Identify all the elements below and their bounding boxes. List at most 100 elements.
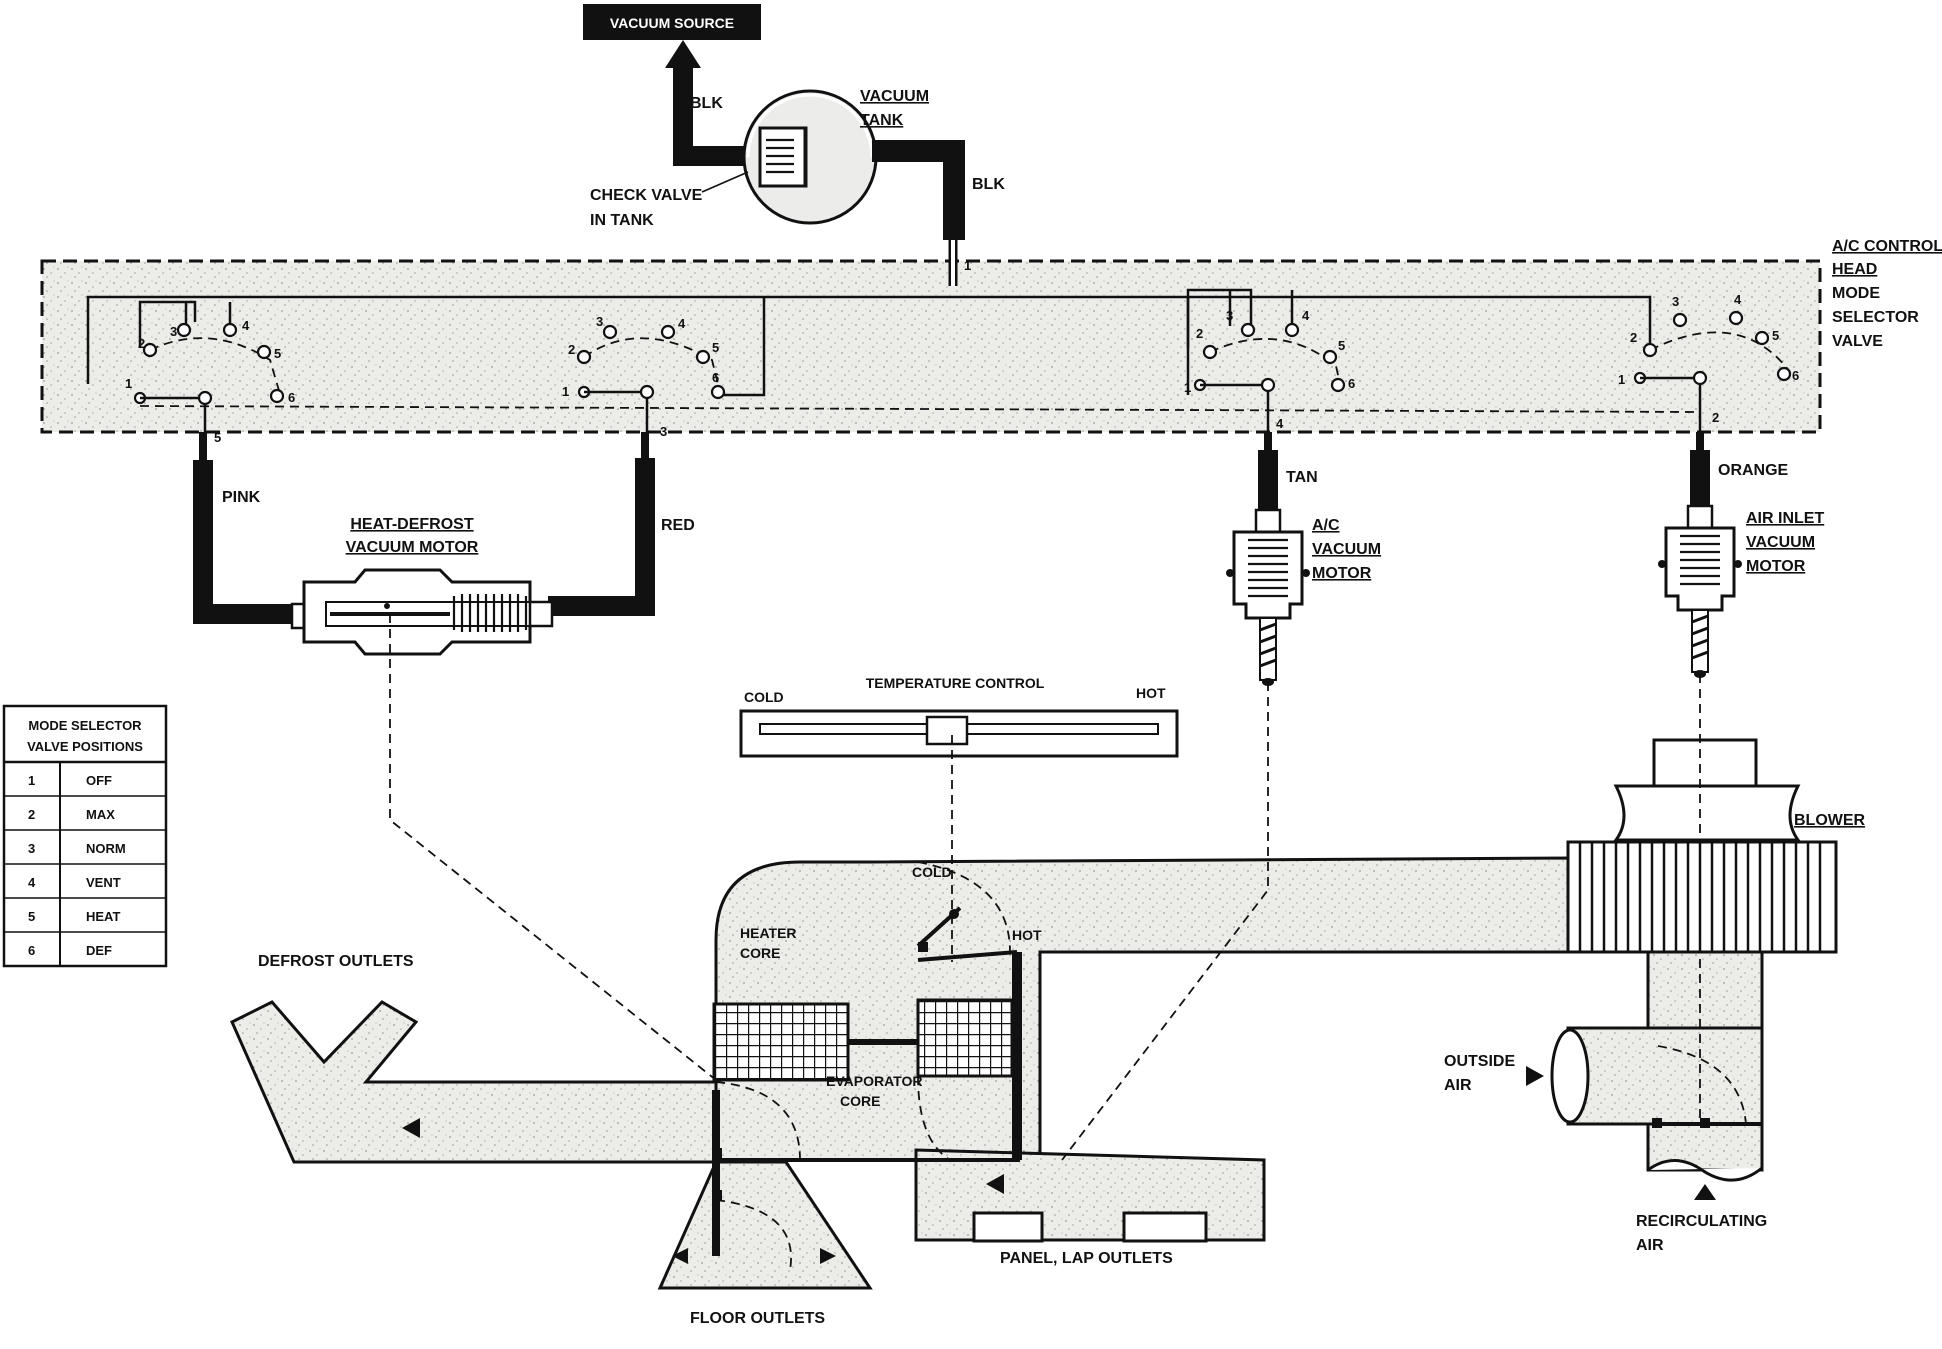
- valve-2-port-2: [576, 349, 592, 365]
- valve-3-output-label: 4: [1276, 416, 1284, 431]
- heat-defrost-motor-label-2: VACUUM MOTOR: [346, 539, 479, 556]
- svg-text:4: 4: [1302, 308, 1310, 323]
- tan-hose-label: TAN: [1286, 469, 1318, 486]
- table-row-name: HEAT: [86, 909, 120, 924]
- table-header-2: VALVE POSITIONS: [27, 739, 143, 754]
- air-inlet-motor-label-2: VACUUM: [1746, 534, 1815, 551]
- temperature-slider[interactable]: [925, 715, 969, 746]
- control-head-label-3: MODE: [1832, 285, 1880, 302]
- svg-text:5: 5: [1338, 338, 1345, 353]
- table-row-name: OFF: [86, 773, 112, 788]
- control-head-label-1: A/C CONTROL: [1832, 238, 1942, 255]
- heat-defrost-vacuum-motor: HEAT-DEFROST VACUUM MOTOR: [290, 516, 554, 656]
- svg-text:6: 6: [1792, 368, 1799, 383]
- outside-air-label-2: AIR: [1444, 1077, 1472, 1094]
- svg-text:3: 3: [1672, 294, 1679, 309]
- blk-hose-label-1: BLK: [690, 95, 723, 112]
- valve-4-port-3: [1672, 312, 1688, 328]
- evaporator-core-label-1: EVAPORATOR: [826, 1073, 922, 1089]
- pink-hose-label: PINK: [222, 489, 261, 506]
- check-valve-label-2: IN TANK: [590, 212, 654, 229]
- table-row-num: 2: [28, 807, 35, 822]
- vacuum-tank-label-2: TANK: [860, 112, 904, 129]
- valve-3-port-2: [1202, 344, 1218, 360]
- svg-text:2: 2: [1196, 326, 1203, 341]
- mode-positions-table: MODE SELECTOR VALVE POSITIONS 1 OFF 2 MA…: [2, 704, 168, 968]
- pink-hose: PINK: [193, 432, 295, 624]
- table-row-name: MAX: [86, 807, 115, 822]
- heater-core-label-1: HEATER: [740, 925, 797, 941]
- control-head-label-2: HEAD: [1832, 261, 1877, 278]
- ac-motor-label-1: A/C: [1312, 517, 1340, 534]
- selector-valve-2: 2 3 4 5 6 1 3: [562, 314, 726, 460]
- heater-core-label-2: CORE: [740, 945, 780, 961]
- arrow-up-icon: [665, 40, 701, 68]
- blower-label: BLOWER: [1794, 812, 1866, 829]
- svg-text:3: 3: [1226, 308, 1233, 323]
- red-hose-label: RED: [661, 517, 695, 534]
- control-head-label-4: SELECTOR: [1832, 309, 1919, 326]
- temperature-cold-label: COLD: [744, 689, 784, 705]
- svg-text:5: 5: [274, 346, 281, 361]
- recirculating-air-label-2: AIR: [1636, 1237, 1664, 1254]
- air-duct-system: [230, 856, 1577, 1290]
- svg-text:4: 4: [242, 318, 250, 333]
- table-row-num: 4: [28, 875, 36, 890]
- svg-text:2: 2: [568, 342, 575, 357]
- valve-4-port-4: [1728, 310, 1744, 326]
- airflow-labels: COLD HOT HEATER CORE EVAPORATOR CORE DEF…: [258, 864, 1173, 1327]
- svg-text:2: 2: [138, 336, 145, 351]
- svg-text:3: 3: [596, 314, 603, 329]
- svg-text:6: 6: [288, 390, 295, 405]
- svg-text:5: 5: [1772, 328, 1779, 343]
- table-row-name: DEF: [86, 943, 112, 958]
- floor-outlet-duct: [657, 1160, 873, 1290]
- selector-valve-3: 2 3 4 5 6 1 4: [1184, 288, 1355, 450]
- table-row-num: 1: [28, 773, 35, 788]
- table-row-name: VENT: [86, 875, 121, 890]
- valve-2-output-label: 3: [660, 424, 667, 439]
- table-header-1: MODE SELECTOR: [28, 718, 142, 733]
- valve-3-port-4: [1284, 322, 1300, 338]
- hot-door-label: HOT: [1012, 927, 1042, 943]
- valve-4-port-5: [1754, 330, 1770, 346]
- arrow-up-icon: [1694, 1184, 1716, 1200]
- table-row-num: 6: [28, 943, 35, 958]
- air-inlet-motor-label-1: AIR INLET: [1746, 510, 1824, 527]
- selector-valve-1: 2 3 4 5 6 1 5: [125, 300, 295, 460]
- air-inlet-box: OUTSIDE AIR RECIRCULATING AIR: [1444, 1026, 1767, 1254]
- valve-4-output-label: 2: [1712, 410, 1719, 425]
- defrost-duct: [230, 1000, 718, 1164]
- table-row-num: 5: [28, 909, 35, 924]
- valve-2-port-3: [602, 324, 618, 340]
- arrow-left-icon: [672, 1248, 688, 1264]
- valve-2-port-5: [695, 349, 711, 365]
- vacuum-tank-label-1: VACUUM: [860, 88, 929, 105]
- selector-valve-4: 2 3 4 5 6 1 2: [1618, 292, 1799, 450]
- air-inlet-motor-label-3: MOTOR: [1746, 558, 1806, 575]
- valve-1-port-2: [142, 342, 158, 358]
- temperature-hot-label: HOT: [1136, 685, 1166, 701]
- valve-1-port-6: [269, 388, 285, 404]
- valve-1-port-5: [256, 344, 272, 360]
- temperature-control-title: TEMPERATURE CONTROL: [866, 675, 1045, 691]
- vacuum-tank: VACUUM TANK BLK CHECK VALVE IN TANK: [590, 88, 1005, 240]
- evaporator-core: [916, 998, 1014, 1078]
- temperature-control: TEMPERATURE CONTROL COLD HOT: [739, 675, 1179, 758]
- svg-text:4: 4: [1734, 292, 1742, 307]
- valve-3-port-6: [1330, 377, 1346, 393]
- valve-1-port-4: [222, 322, 238, 338]
- recirculating-air-label-1: RECIRCULATING: [1636, 1213, 1767, 1230]
- arrow-right-icon: [820, 1248, 836, 1264]
- ac-vacuum-motor: A/C VACUUM MOTOR: [1226, 508, 1381, 686]
- table-row-num: 3: [28, 841, 35, 856]
- vacuum-source-label: VACUUM SOURCE: [610, 15, 734, 31]
- valve-2-port-6: [710, 384, 726, 400]
- supply-port-label: 1: [964, 258, 971, 273]
- heater-core: [712, 1002, 850, 1082]
- svg-text:1: 1: [562, 384, 569, 399]
- arrow-left-icon: [402, 1118, 420, 1138]
- svg-text:2: 2: [1630, 330, 1637, 345]
- panel-lap-outlets-label: PANEL, LAP OUTLETS: [1000, 1250, 1173, 1267]
